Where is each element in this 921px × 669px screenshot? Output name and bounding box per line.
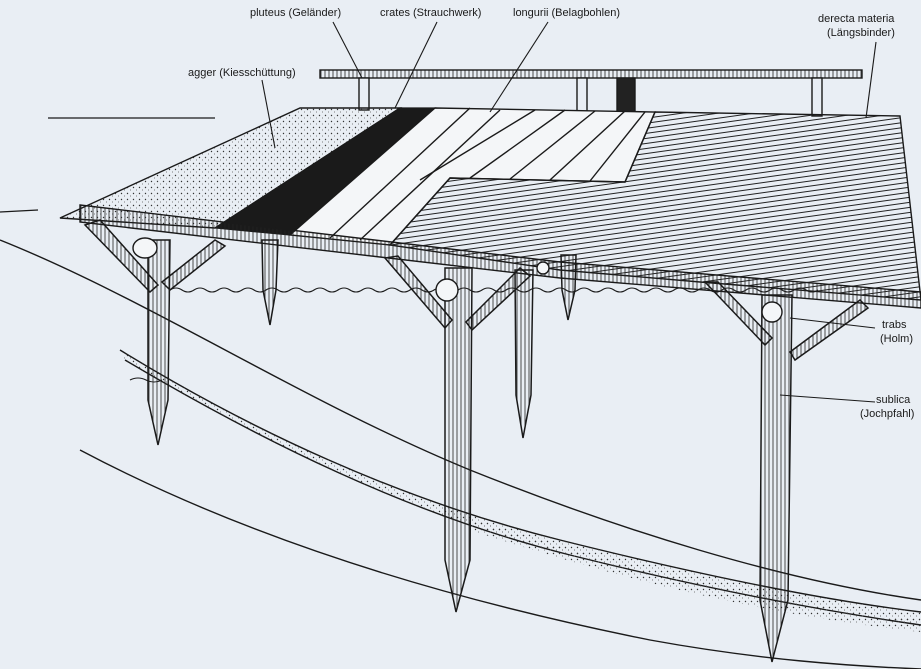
leader-lines [261,21,877,403]
label-sublica-line2: (Jochpfahl) [860,408,915,420]
gravel-band-lower [470,518,921,632]
water-line [129,287,819,383]
pile-right [759,294,793,663]
beam-ends [132,237,783,323]
label-derecta-line2: (Längsbinder) [827,27,895,39]
label-longurii: longurii (Belagbohlen) [513,7,621,19]
label-derecta-line1: derecta materia [818,13,895,25]
label-trabs-line2: (Holm) [880,333,913,345]
pile-mid [444,267,473,613]
pile-rear-2 [514,269,534,439]
label-crates: crates (Strauchwerk) [380,7,482,19]
pile-rear-1 [261,239,279,326]
horizon-lines [0,117,215,213]
braces [83,219,870,362]
label-agger: agger (Kiesschüttung) [188,67,296,79]
label-trabs-line1: trabs [882,319,907,331]
pile-left [147,239,171,446]
piles [147,239,793,663]
label-pluteus: pluteus (Geländer) [250,7,342,19]
pile-rear-3 [560,254,577,321]
label-sublica-line1: sublica [876,394,911,406]
